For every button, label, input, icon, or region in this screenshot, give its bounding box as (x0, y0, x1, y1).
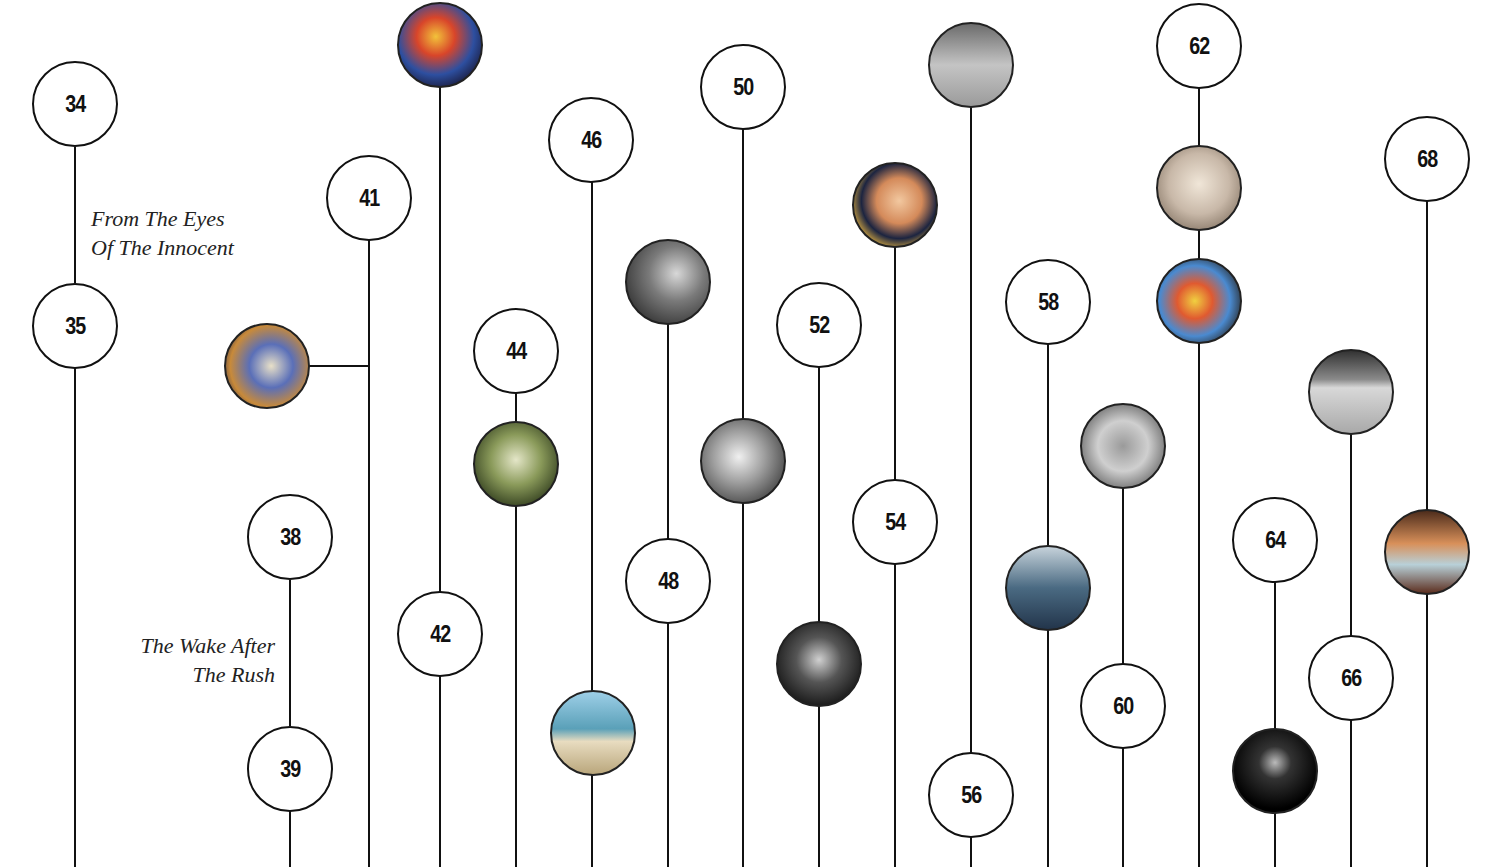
callout-number: 42 (430, 620, 450, 648)
number-circle: 66 (1308, 635, 1394, 721)
callout-number: 60 (1113, 692, 1133, 720)
callout-number: 52 (809, 311, 829, 339)
number-circle: 42 (397, 591, 483, 677)
callout-number: 38 (280, 523, 300, 551)
callout-number: 50 (733, 73, 753, 101)
callout-number: 64 (1265, 526, 1285, 554)
callout-number: 35 (65, 312, 85, 340)
callout-number: 62 (1189, 32, 1209, 60)
photo-thumbnails (225, 3, 1469, 813)
timeline-connector (289, 580, 291, 726)
callout-number: 56 (961, 781, 981, 809)
callout-number: 58 (1038, 288, 1058, 316)
number-circle: 46 (548, 97, 634, 183)
number-circle: 41 (326, 155, 412, 241)
callout-number: 39 (280, 755, 300, 783)
number-circle: 64 (1232, 497, 1318, 583)
number-circle: 38 (247, 494, 333, 580)
callout-number: 41 (359, 184, 379, 212)
number-circle: 56 (928, 752, 1014, 838)
callout-number: 44 (506, 337, 526, 365)
timeline-stems (75, 45, 1427, 867)
number-circle: 54 (852, 479, 938, 565)
callout-number: 66 (1341, 664, 1361, 692)
callout-number: 34 (65, 90, 85, 118)
number-circle: 68 (1384, 116, 1470, 202)
number-circle: 39 (247, 726, 333, 812)
number-circle: 34 (32, 61, 118, 147)
section-title: The Wake After The Rush (138, 631, 275, 689)
callout-number: 48 (658, 567, 678, 595)
timeline-connector (74, 147, 76, 283)
number-circle: 52 (776, 282, 862, 368)
number-circle: 44 (473, 308, 559, 394)
number-circle: 58 (1005, 259, 1091, 345)
section-title: From The Eyes Of The Innocent (91, 204, 243, 262)
number-circle: 48 (625, 538, 711, 624)
number-circle: 35 (32, 283, 118, 369)
number-circle: 62 (1156, 3, 1242, 89)
number-circle: 60 (1080, 663, 1166, 749)
callout-number: 68 (1417, 145, 1437, 173)
callout-number: 46 (581, 126, 601, 154)
number-circle: 50 (700, 44, 786, 130)
callout-number: 54 (885, 508, 905, 536)
